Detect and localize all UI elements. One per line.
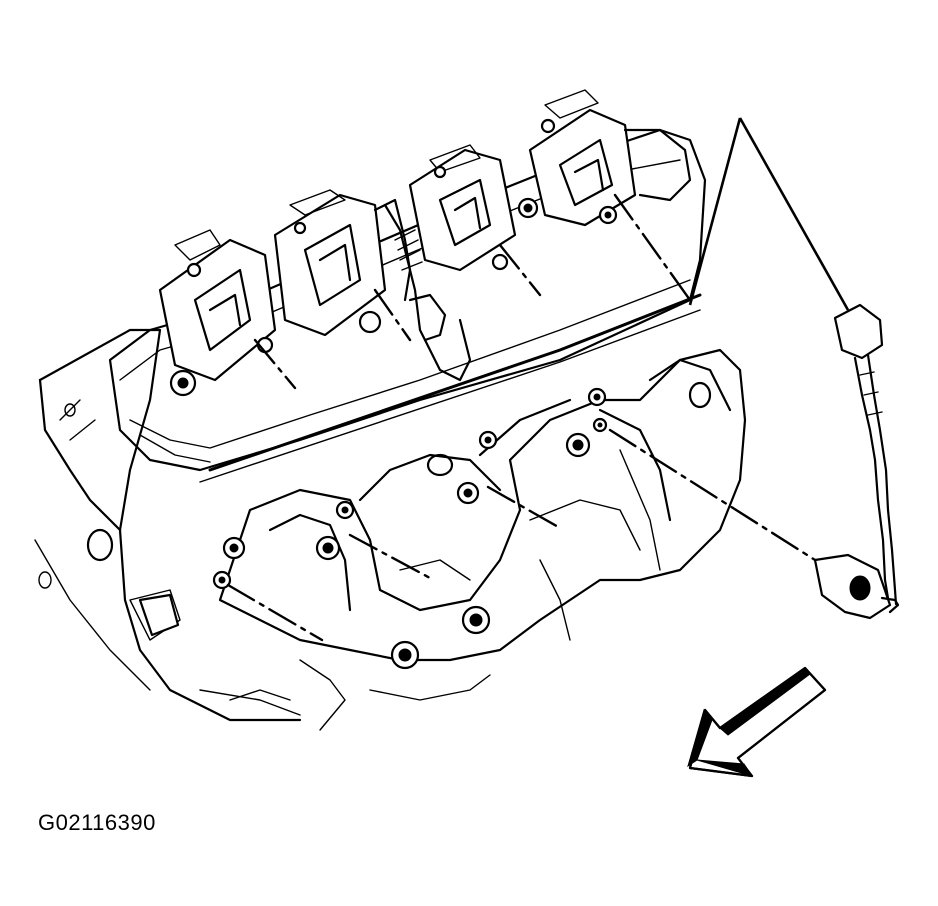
front-of-vehicle-arrow-icon xyxy=(687,666,827,778)
bolt-6 xyxy=(461,605,491,635)
spark-plug-wire xyxy=(813,303,900,620)
ignition-coil-3 xyxy=(408,144,539,272)
bolt-7 xyxy=(456,481,480,505)
bolt-5 xyxy=(390,640,420,670)
bolt-4 xyxy=(335,500,355,520)
bolt-1 xyxy=(222,536,246,560)
spark-plug-leader-lines xyxy=(226,193,817,642)
ignition-coil-1 xyxy=(158,229,277,397)
callout-lines xyxy=(688,117,850,311)
ignition-coil-2 xyxy=(273,189,387,337)
exhaust-manifold xyxy=(218,348,747,701)
engine-block xyxy=(34,328,346,731)
bolt-8 xyxy=(478,430,498,450)
bolt-10 xyxy=(587,387,607,407)
manifold-bolts xyxy=(212,387,608,670)
figure-id-label: G02116390 xyxy=(38,810,156,835)
bolt-11 xyxy=(592,417,608,433)
bolt-3 xyxy=(315,535,341,561)
wire-harness xyxy=(373,198,472,382)
bolt-2 xyxy=(212,570,232,590)
bolt-9 xyxy=(565,432,591,458)
ignition-coil-4 xyxy=(528,89,692,227)
